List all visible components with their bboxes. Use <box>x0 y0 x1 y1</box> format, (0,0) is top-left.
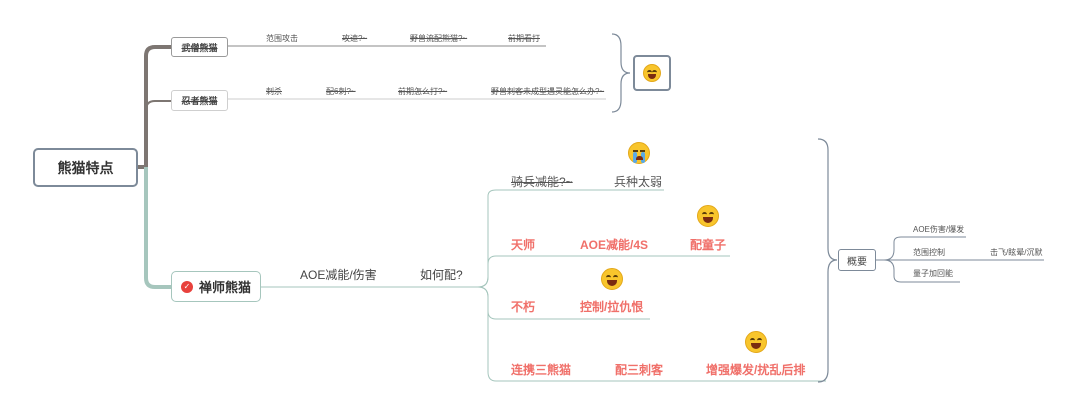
branch-renzhe-label: 忍者熊猫 <box>181 96 218 106</box>
option-cavalry-note[interactable]: 兵种太弱 <box>614 175 663 189</box>
option-buxiu-detail[interactable]: 控制/拉仇恨 <box>580 300 644 314</box>
option-tianshi[interactable]: 天师 <box>511 238 536 252</box>
grinning-face-icon <box>745 331 767 353</box>
option-buxiu[interactable]: 不朽 <box>511 300 536 314</box>
trunk-renzhe <box>145 100 171 167</box>
chanshi-child-howto[interactable]: 如何配? <box>420 268 463 282</box>
fan-option-4 <box>477 286 826 382</box>
summary-item[interactable]: AOE伤害/爆发 <box>913 225 965 234</box>
summary-brace <box>817 138 838 383</box>
renzhe-item[interactable]: 配6刺?~ <box>326 87 356 96</box>
option-lianxie[interactable]: 连携三熊猫 <box>511 363 572 377</box>
fan-option-2 <box>477 255 730 288</box>
top-summary-node[interactable] <box>633 55 671 91</box>
thumbs-up-marker-icon: ✓ <box>180 280 193 293</box>
grinning-face-icon <box>601 268 623 290</box>
trunk-wuseng <box>144 45 171 167</box>
trunk-chanshi <box>144 167 171 289</box>
summary-line-1 <box>883 236 966 261</box>
renzhe-item[interactable]: 野兽刺客未成型遇灵能怎么办?~ <box>491 87 605 96</box>
summary-subitem[interactable]: 击飞/眩晕/沉默 <box>990 248 1043 257</box>
wuseng-item[interactable]: 范围攻击 <box>266 34 298 43</box>
renzhe-item[interactable]: 前期怎么打?~ <box>398 87 448 96</box>
option-cavalry[interactable]: 骑兵减能?~ <box>511 175 573 189</box>
summary-node[interactable]: 概要 <box>838 249 876 271</box>
chanshi-child-aoe[interactable]: AOE减能/伤害 <box>300 268 377 282</box>
option-lianxie-effect[interactable]: 增强爆发/扰乱后排 <box>706 363 806 377</box>
summary-item[interactable]: 量子加回能 <box>913 269 953 278</box>
option-lianxie-pair[interactable]: 配三刺客 <box>615 363 664 377</box>
option-tianshi-pair[interactable]: 配童子 <box>690 238 727 252</box>
renzhe-item[interactable]: 刺杀 <box>266 87 282 96</box>
grinning-sweat-face-icon <box>643 64 661 82</box>
summary-line-3 <box>883 259 960 283</box>
option-tianshi-detail[interactable]: AOE减能/4S <box>580 238 649 252</box>
branch-chanshi-node[interactable]: ✓ 禅师熊猫 <box>171 271 261 302</box>
branch-chanshi-label: 禅师熊猫 <box>198 280 251 295</box>
top-summary-brace <box>611 33 631 113</box>
wuseng-item[interactable]: 野兽流配熊猫?~ <box>410 34 468 43</box>
root-node[interactable]: 熊猫特点 <box>33 148 138 187</box>
branch-renzhe-node[interactable]: 忍者熊猫 <box>171 90 228 111</box>
branch-wuseng-label: 武僧熊猫 <box>181 42 218 53</box>
wuseng-item[interactable]: 攻速?~ <box>342 34 368 43</box>
grinning-face-icon <box>697 205 719 227</box>
crying-face-icon <box>628 142 650 164</box>
wuseng-item[interactable]: 前期看打 <box>508 34 540 43</box>
branch-wuseng-node[interactable]: 武僧熊猫 <box>171 37 228 57</box>
summary-item[interactable]: 范围控制 <box>913 248 945 257</box>
